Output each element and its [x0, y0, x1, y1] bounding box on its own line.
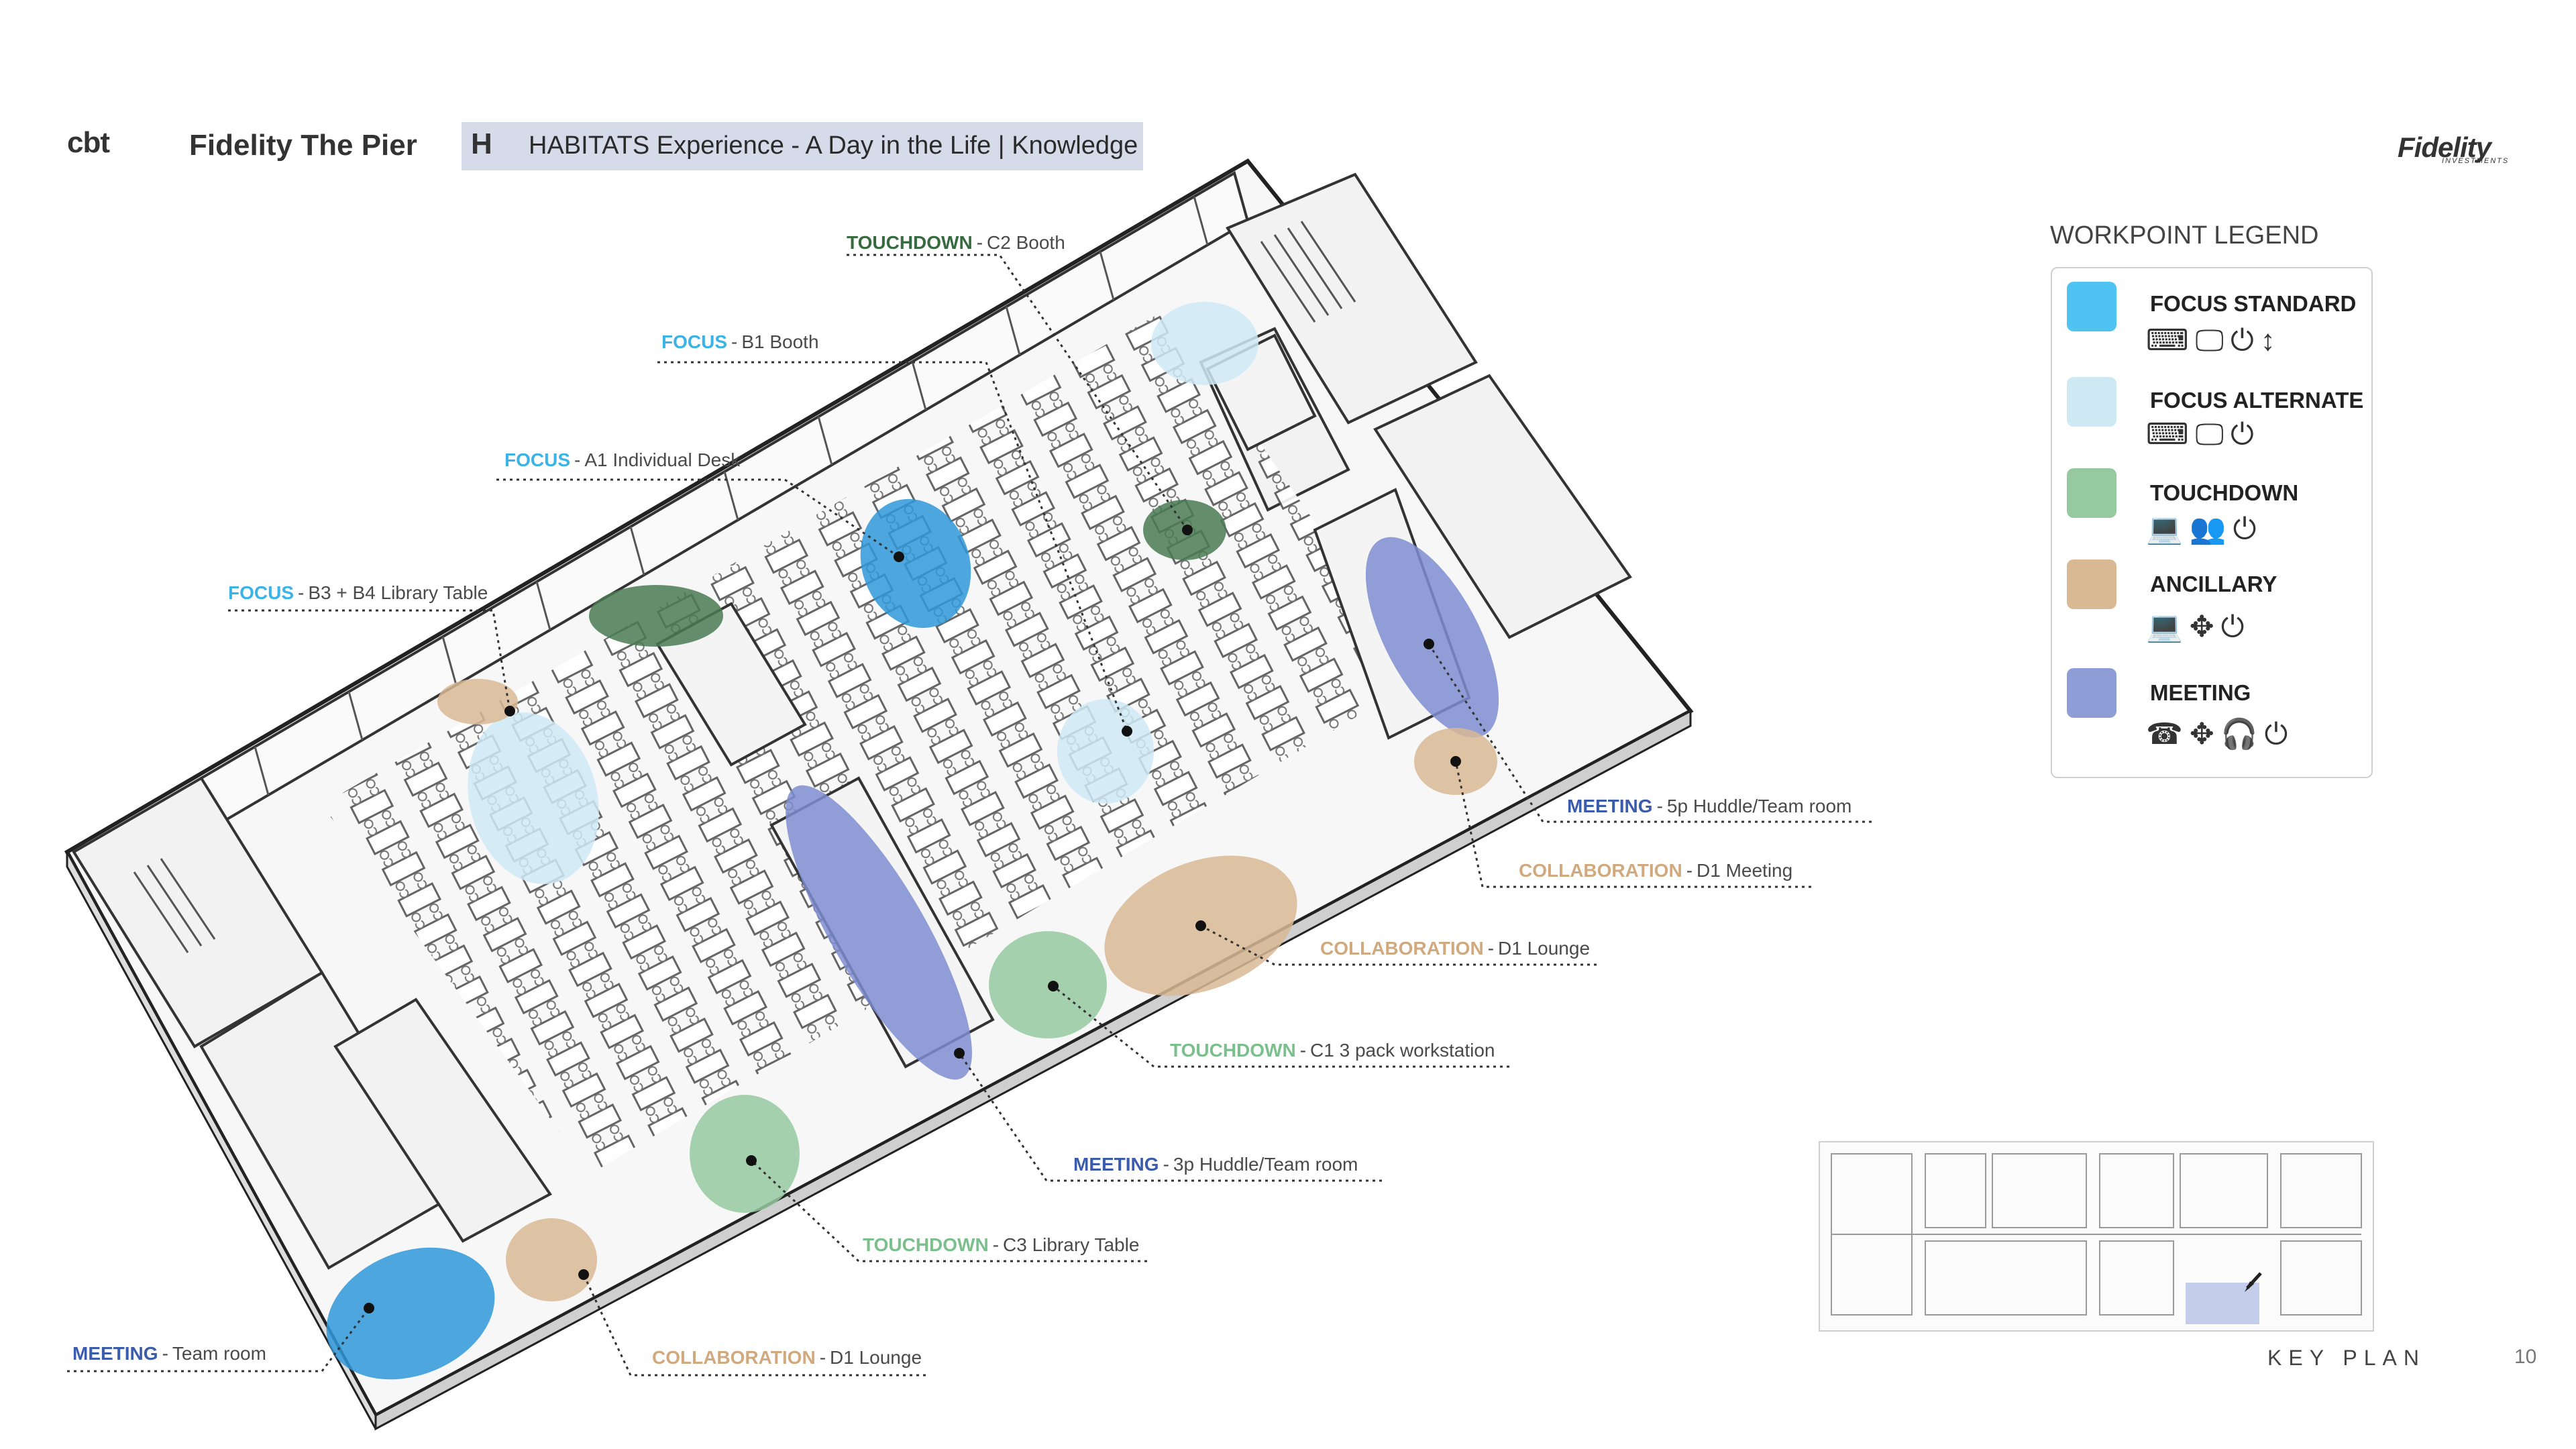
legend-label-focus-standard: FOCUS STANDARD [2150, 291, 2357, 316]
project-title: Fidelity The Pier [189, 129, 417, 162]
conference-phone-icon: ☎ [2146, 718, 2190, 751]
legend-icons-focus-alternate: ⌨🖵⏻ [2146, 417, 2261, 451]
legend-label-touchdown: TOUCHDOWN [2150, 480, 2299, 505]
power-icon: ⏻ [2220, 610, 2251, 643]
key-plan-label: KEY PLAN [2267, 1346, 2426, 1370]
title-bar [462, 122, 1143, 170]
callout-touchdown-c2-booth: TOUCHDOWN-C2 Booth [847, 232, 1065, 253]
legend-icons-touchdown: 💻👥⏻ [2146, 511, 2263, 546]
callout-collaboration-d1-meeting: COLLABORATION-D1 Meeting [1519, 860, 1793, 881]
callout-collaboration-d1-lounge-right: COLLABORATION-D1 Lounge [1320, 938, 1591, 959]
callout-meeting-5p-huddle: MEETING-5p Huddle/Team room [1567, 796, 1852, 816]
swatch-ancillary [2067, 559, 2116, 609]
power-icon: ⏻ [2230, 418, 2261, 451]
fidelity-logo-subtext: INVESTMENTS [2442, 157, 2510, 165]
power-icon: ⏻ [2233, 513, 2263, 545]
callout-touchdown-c3-library-table: TOUCHDOWN-C3 Library Table [863, 1234, 1140, 1255]
swatch-touchdown [2067, 468, 2116, 518]
legend-label-ancillary: ANCILLARY [2150, 572, 2277, 596]
legend-title: WORKPOINT LEGEND [2050, 221, 2319, 250]
legend-label-meeting: MEETING [2150, 680, 2251, 705]
callout-touchdown-c1-3pack: TOUCHDOWN-C1 3 pack workstation [1170, 1040, 1495, 1061]
callout-focus-b3-b4-library-table: FOCUS-B3 + B4 Library Table [228, 582, 488, 603]
height-adjust-icon: ↕ [2260, 324, 2282, 357]
leader-lines [67, 254, 1872, 1377]
zone-ellipses [326, 302, 1499, 1380]
swatch-focus-alternate [2067, 377, 2116, 427]
group-icon: 👥 [2189, 513, 2233, 545]
power-icon: ⏻ [2264, 718, 2295, 751]
dual-monitor-icon: 🖵 [2195, 418, 2231, 451]
callout-collaboration-d1-lounge-left: COLLABORATION-D1 Lounge [652, 1347, 922, 1368]
legend-box: FOCUS STANDARD ⌨🖵⏻↕ FOCUS ALTERNATE ⌨🖵⏻ … [2051, 267, 2373, 778]
desk-worker-icon: ⌨ [2146, 324, 2196, 357]
swatch-meeting [2067, 668, 2116, 718]
laptop-icon: 💻 [2146, 610, 2190, 643]
fidelity-logo: Fidelity [2398, 131, 2491, 163]
legend-icons-ancillary: 💻✥⏻ [2146, 609, 2251, 644]
legend-label-focus-alternate: FOCUS ALTERNATE [2150, 388, 2364, 413]
laptop-icon: 💻 [2146, 513, 2190, 545]
legend-icons-meeting: ☎✥🎧⏻ [2146, 716, 2294, 751]
collaborate-icon: ✥ [2189, 610, 2221, 643]
legend-icons-focus-standard: ⌨🖵⏻↕ [2146, 323, 2282, 358]
section-letter: H [471, 127, 492, 160]
key-plan-drawing [1819, 1141, 2374, 1332]
callout-focus-a1-individual-desk: FOCUS-A1 Individual Desk [504, 449, 741, 470]
callout-meeting-team-room: MEETING-Team room [72, 1343, 266, 1364]
callout-meeting-3p-huddle: MEETING-3p Huddle/Team room [1073, 1154, 1358, 1175]
swatch-focus-standard [2067, 282, 2116, 331]
collaborate-icon: ✥ [2189, 718, 2221, 751]
desk-worker-icon: ⌨ [2146, 418, 2196, 451]
dual-monitor-icon: 🖵 [2195, 324, 2231, 357]
page-number: 10 [2514, 1346, 2537, 1368]
headset-icon: 🎧 [2220, 718, 2265, 751]
callout-focus-b1-booth: FOCUS-B1 Booth [661, 331, 819, 352]
power-icon: ⏻ [2230, 324, 2261, 357]
cbt-logo: cbt [67, 126, 110, 159]
page-title: HABITATS Experience - A Day in the Life … [529, 131, 1138, 160]
